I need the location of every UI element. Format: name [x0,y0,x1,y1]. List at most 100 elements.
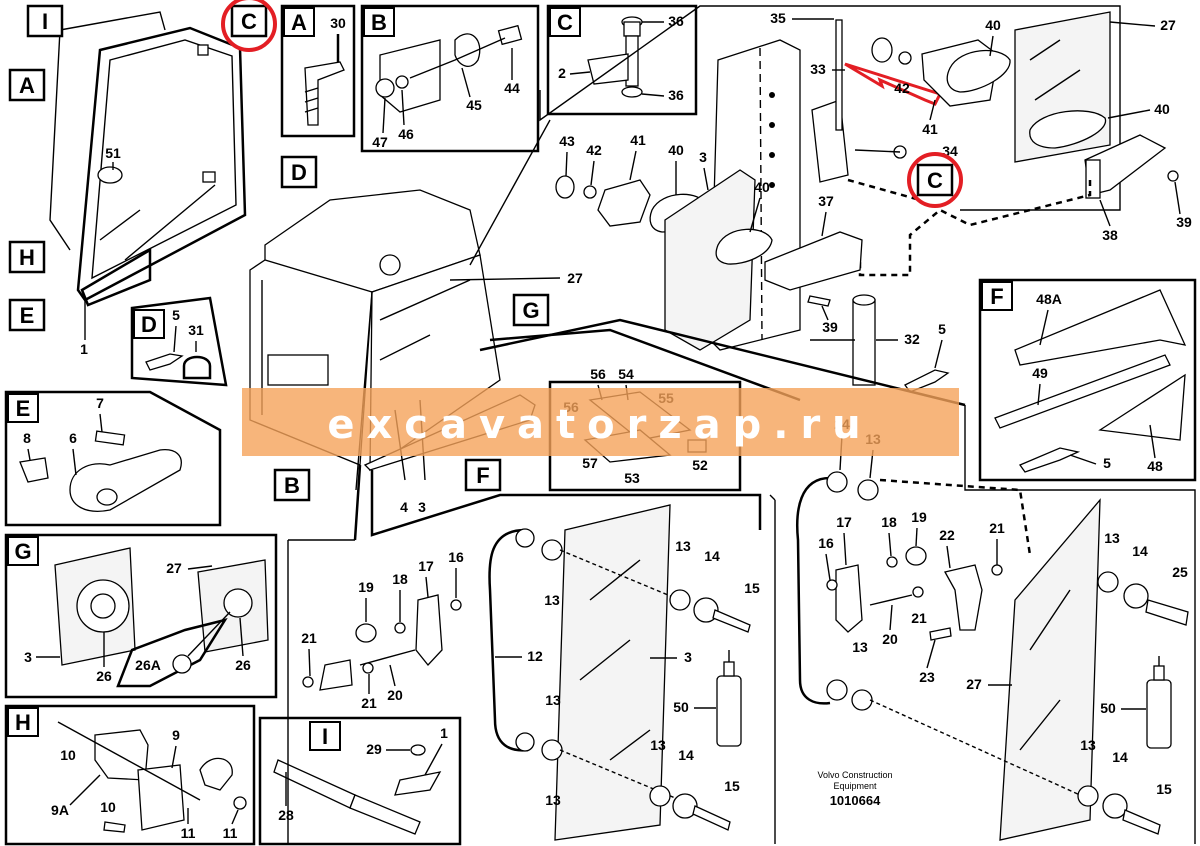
section-letter-C-box: C [557,10,573,35]
label-9: 9 [172,727,180,743]
section-letter-F-box: F [990,284,1003,309]
label-18-left: 18 [392,571,408,587]
label-52: 52 [692,457,708,473]
label-13-d: 13 [545,792,561,808]
label-28: 28 [278,807,294,823]
label-14-c: 14 [1132,543,1148,559]
bottle-left: 50 [673,650,742,747]
label-15-b: 15 [724,778,740,794]
label-27-top-right: 27 [1160,17,1176,33]
section-label-G-cab [512,293,550,327]
detail-box-I: I 29 1 28 [258,716,462,846]
hinge-parts-upper-middle: 43 42 41 40 3 40 37 39 32 5 [555,132,950,393]
label-3-window: 3 [684,649,692,665]
credit-line-2: Equipment [833,781,877,791]
watermark-text: excavatorzap.ru [327,402,872,448]
label-41-mid: 41 [630,132,646,148]
cab-door-illustration [49,11,247,340]
label-18-right: 18 [881,514,897,530]
label-15-c: 15 [1156,781,1172,797]
label-13-b: 13 [675,538,691,554]
detail-box-D: D 5 31 [130,296,228,387]
label-17-left: 17 [418,558,434,574]
label-14-a: 14 [704,548,720,564]
label-26A: 26A [135,657,161,673]
label-40-lower: 40 [754,179,770,195]
bottle-right: 50 [1100,656,1172,749]
label-57: 57 [582,455,598,471]
label-8: 8 [23,430,31,446]
label-5-mid: 5 [938,321,946,337]
label-35: 35 [770,10,786,26]
section-letter-E-left: E [20,303,35,328]
label-10-top: 10 [60,747,76,763]
label-16-left: 16 [448,549,464,565]
label-43: 43 [559,133,575,149]
label-53: 53 [624,470,640,486]
label-13-a: 13 [544,592,560,608]
label-37: 37 [818,193,834,209]
section-letter-D-left: D [291,160,307,185]
section-label-F-cab [464,458,502,492]
section-letter-G-cab: G [522,298,539,323]
watermark-band: excavatorzap.ru [242,388,959,456]
label-56-top: 56 [590,366,606,382]
highlight-circle-top [221,0,277,52]
label-27-window: 27 [966,676,982,692]
label-50-left: 50 [673,699,689,715]
label-20-left: 20 [387,687,403,703]
label-29: 29 [366,741,382,757]
label-19-left: 19 [358,579,374,595]
section-letter-A-box: A [291,10,307,35]
label-14-d: 14 [1112,749,1128,765]
label-12: 12 [527,648,543,664]
label-2: 2 [558,65,566,81]
label-5-F: 5 [1103,455,1111,471]
section-letter-C-top: C [241,9,257,34]
label-32: 32 [904,331,920,347]
label-39-mid: 39 [822,319,838,335]
label-17-right: 17 [836,514,852,530]
document-number: 1010664 [830,793,881,808]
section-label-C-mid [916,163,954,197]
detail-box-G: G 3 26 27 26 26A [4,533,278,699]
label-4: 4 [400,499,408,515]
detail-box-H: H 10 9 9A 10 11 11 [4,704,256,846]
section-label-E-left [8,298,46,332]
label-40-right: 40 [1154,101,1170,117]
label-47: 47 [372,134,388,150]
detail-box-B: B 44 45 47 46 [360,4,540,153]
label-40-mid: 40 [668,142,684,158]
section-letter-I: I [42,9,48,34]
label-13-h: 13 [852,639,868,655]
label-41-top: 41 [922,121,938,137]
window-assembly-left: 13 13 14 15 13 13 13 14 15 12 3 19 18 17… [287,504,760,844]
label-51: 51 [105,145,121,161]
detail-box-A: A 30 [280,4,356,138]
section-letter-H-box: H [15,710,31,735]
label-9A: 9A [51,802,69,818]
section-letter-B-box: B [371,10,387,35]
label-6: 6 [69,430,77,446]
detail-box-E: E 8 6 7 [4,390,222,527]
label-11-left: 11 [181,825,196,841]
label-21-left-a: 21 [301,630,317,646]
section-label-D-left [280,155,318,189]
label-21-right-a: 21 [989,520,1005,536]
label-49: 49 [1032,365,1048,381]
detail-box-F: F 48A 49 48 5 [978,278,1197,482]
label-27-cab: 27 [567,270,583,286]
label-21-right-b: 21 [911,610,927,626]
label-45: 45 [466,97,482,113]
label-15-a: 15 [744,580,760,596]
label-13-g: 13 [1104,530,1120,546]
label-27-G: 27 [166,560,182,576]
section-letter-G-box: G [14,539,31,564]
label-26-G-right: 26 [235,657,251,673]
label-39-right: 39 [1176,214,1192,230]
label-46: 46 [398,126,414,142]
label-23: 23 [919,669,935,685]
label-20-right: 20 [882,631,898,647]
section-letter-I-box: I [322,724,328,749]
